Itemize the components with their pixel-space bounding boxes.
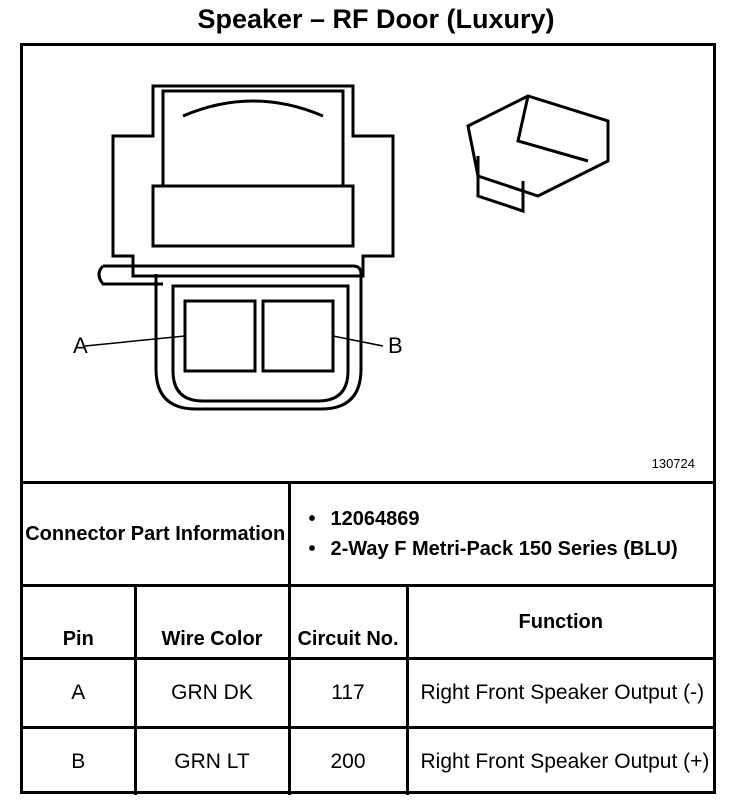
header-function: Function [405, 584, 713, 660]
wire-color: GRN DK [133, 657, 291, 729]
page-title: Speaker – RF Door (Luxury) [197, 4, 555, 34]
pin-b-label: B [388, 333, 403, 358]
pinout-table: Connector Part Information 12064869 2-Wa… [23, 481, 713, 795]
pin: A [23, 657, 137, 729]
part-number: 12064869 [309, 506, 714, 532]
connector-info-list: 12064869 2-Way F Metri-Pack 150 Series (… [291, 506, 714, 562]
function: Right Front Speaker Output (-) [405, 657, 713, 729]
function: Right Front Speaker Output (+) [405, 726, 713, 795]
circuit: 200 [287, 726, 409, 795]
connector-type: 2-Way F Metri-Pack 150 Series (BLU) [309, 536, 714, 562]
table-header: Pin Wire Color Circuit No. Function [23, 584, 713, 660]
pin-a-label: A [73, 333, 88, 358]
connector-sheet: A B 130724 Connector Part Information 12… [20, 43, 716, 795]
circuit: 117 [287, 657, 409, 729]
figure-number: 130724 [651, 456, 695, 471]
connector-diagram: A B 130724 [23, 46, 713, 481]
table-row: B GRN LT 200 Right Front Speaker Output … [23, 726, 713, 795]
table-row: A GRN DK 117 Right Front Speaker Output … [23, 657, 713, 729]
header-wire-color: Wire Color [133, 584, 291, 660]
connector-drawing [84, 84, 610, 411]
connector-info-row: Connector Part Information 12064869 2-Wa… [23, 481, 714, 587]
header-circuit: Circuit No. [287, 584, 409, 660]
connector-info-label: Connector Part Information [23, 481, 291, 587]
pin: B [23, 726, 137, 795]
header-pin: Pin [23, 584, 137, 660]
wire-color: GRN LT [133, 726, 291, 795]
